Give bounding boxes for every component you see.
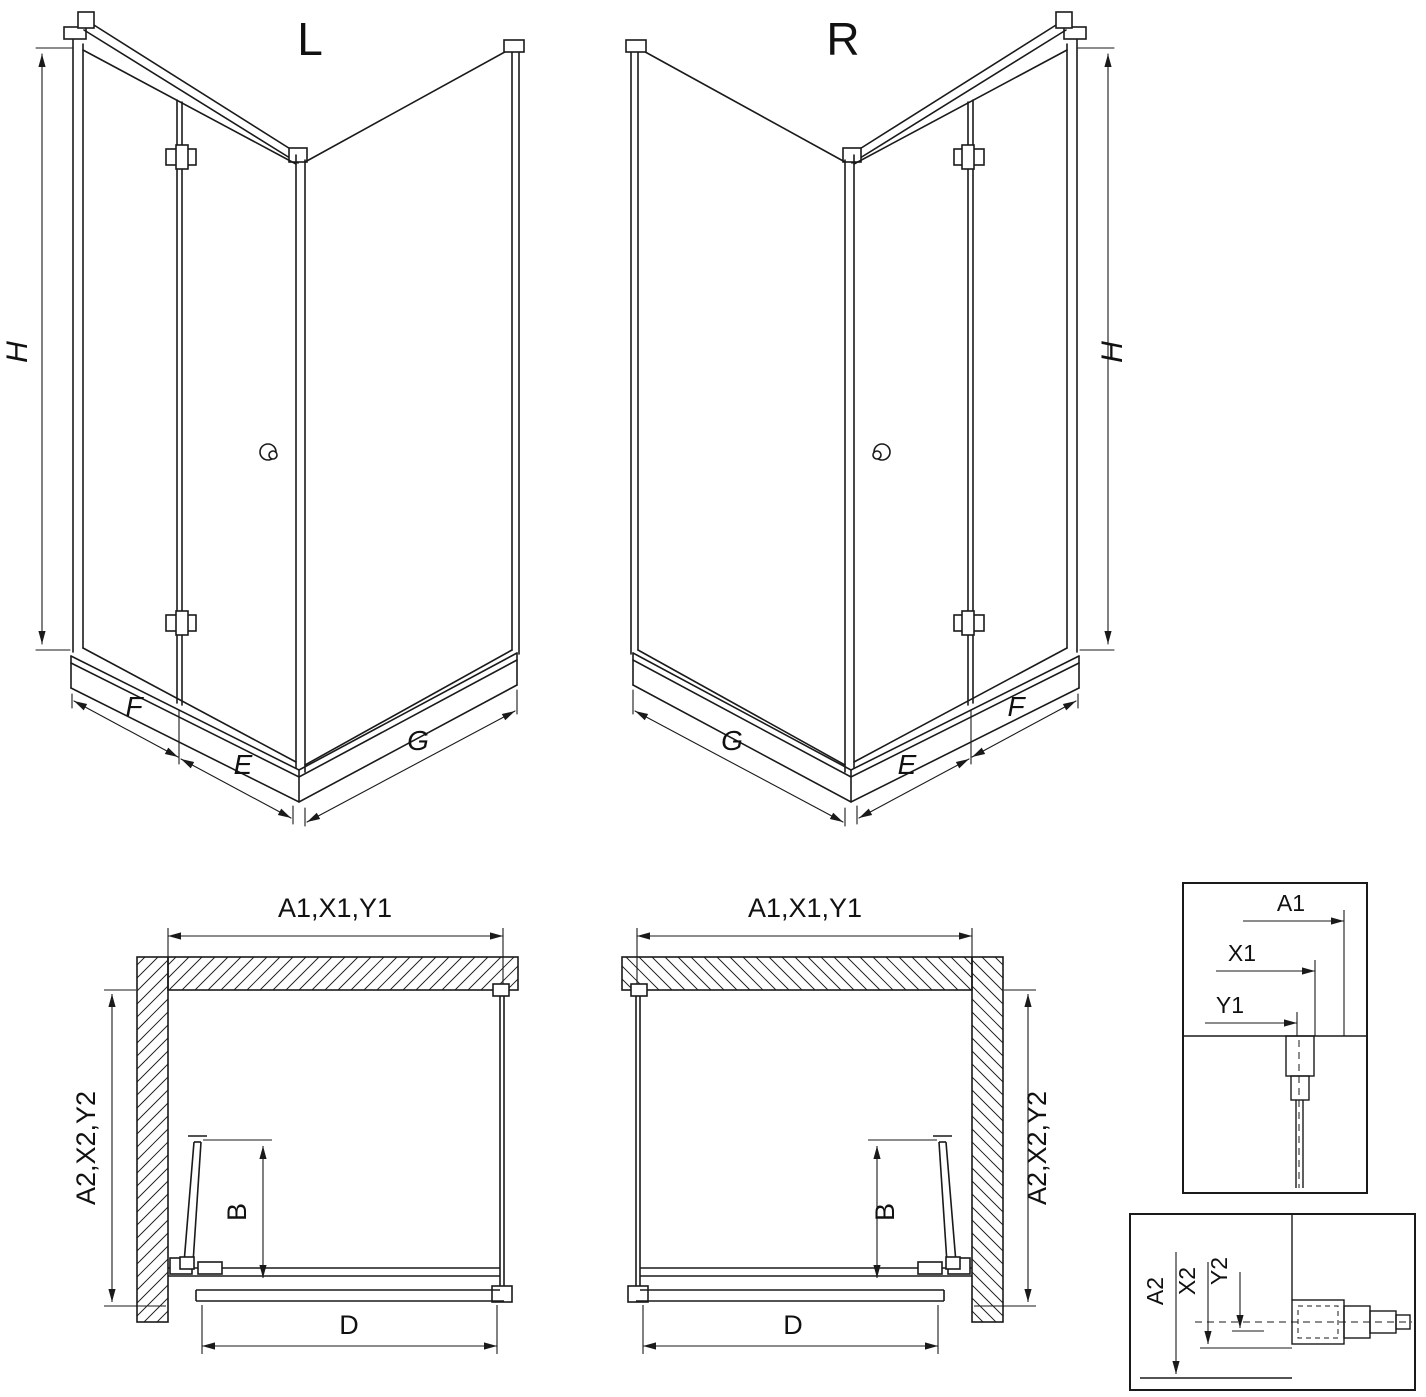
wall-profile <box>63 26 87 653</box>
entry-dimension <box>201 1305 498 1354</box>
hinge-top <box>165 144 197 170</box>
depth-dimension <box>104 989 166 1307</box>
hinge-bottom <box>165 610 197 636</box>
variant-label-right: R <box>826 13 859 65</box>
folding-door-panel <box>82 49 297 763</box>
front-threshold-plan <box>168 1257 504 1302</box>
wall-hatch-top <box>167 956 519 991</box>
dim-label-d-right: D <box>783 1310 803 1340</box>
front-dimensions <box>71 693 294 825</box>
wall-profile-section-top <box>1285 1035 1315 1188</box>
dim-label-b-left: B <box>222 1203 252 1221</box>
dim-label-g-left: G <box>407 725 429 756</box>
detail-label-x1: X1 <box>1228 940 1256 966</box>
detail-label-y2: Y2 <box>1206 1257 1232 1285</box>
dim-label-a1x1y1-left: A1,X1,Y1 <box>278 893 392 923</box>
wall-profile-section-bottom <box>1195 1299 1412 1345</box>
iso-view-right-geometry <box>625 11 1115 827</box>
plan-view-right-geometry <box>621 927 1037 1355</box>
detail-label-y1: Y1 <box>1216 992 1244 1018</box>
dim-label-b-right: B <box>870 1203 900 1221</box>
dim-label-d-left: D <box>339 1310 359 1340</box>
detail-label-x2: X2 <box>1174 1267 1200 1295</box>
detail-label-a2: A2 <box>1142 1277 1168 1305</box>
wall-hatch-left <box>136 956 169 1323</box>
door-knob <box>259 443 278 461</box>
detail-view-bottom <box>1129 1213 1416 1391</box>
shower-tray <box>70 652 518 803</box>
dim-label-a2x2y2-right: A2,X2,Y2 <box>1022 1091 1052 1205</box>
height-dimension <box>35 47 73 651</box>
door-open-dimension <box>203 1139 272 1278</box>
variant-label-left: L <box>297 13 323 65</box>
detail-view-top <box>1182 882 1368 1194</box>
fixed-side-panel <box>304 39 525 766</box>
iso-view-left-geometry <box>35 11 525 827</box>
dim-label-f-left: F <box>125 691 144 722</box>
dim-label-e-right: E <box>898 749 917 780</box>
dim-label-a1x1y1-right: A1,X1,Y1 <box>748 893 862 923</box>
side-dimension <box>304 689 518 827</box>
side-glass-plan <box>491 983 513 1303</box>
dim-label-h-right: H <box>1096 341 1129 363</box>
detail-label-a1: A1 <box>1277 890 1305 916</box>
plan-view-left-geometry <box>104 928 519 1354</box>
support-bar <box>77 11 308 164</box>
corner-post <box>295 154 306 773</box>
dim-label-g-right: G <box>721 725 743 756</box>
dim-label-e-left: E <box>234 749 253 780</box>
open-door-plan <box>179 1135 207 1270</box>
dim-label-f-right: F <box>1007 691 1026 722</box>
dim-label-a2x2y2-left: A2,X2,Y2 <box>71 1091 101 1205</box>
dim-label-h-left: H <box>1 341 34 363</box>
width-dimension <box>167 928 504 984</box>
